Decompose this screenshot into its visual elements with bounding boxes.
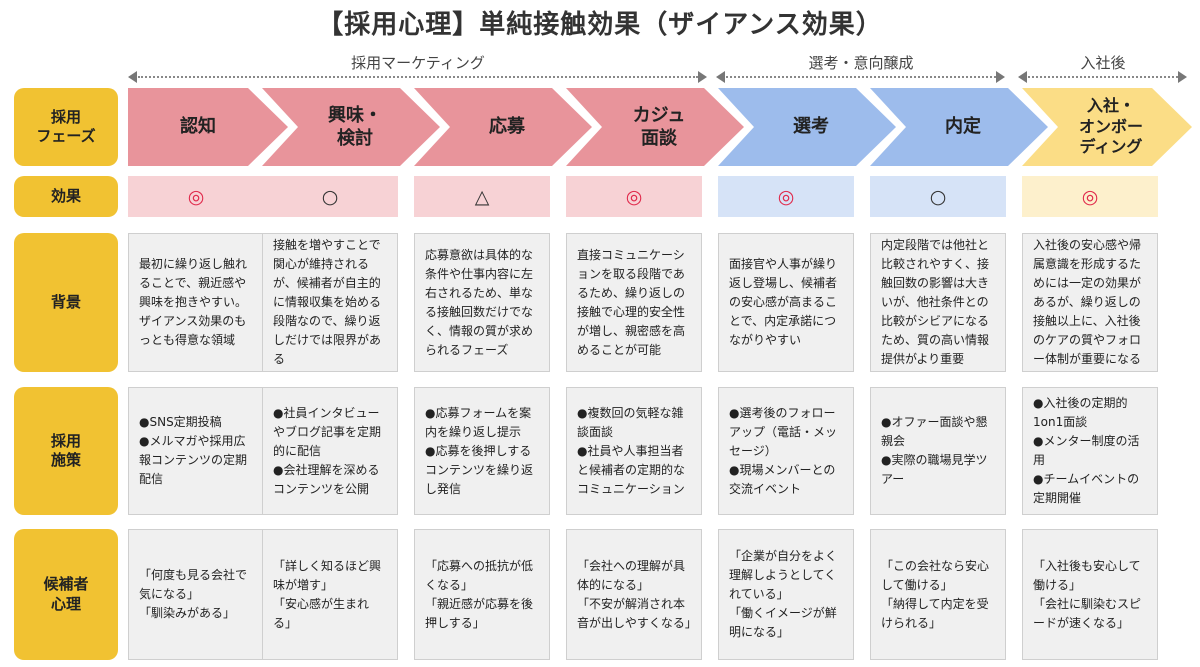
background-text: 応募意欲は具体的な条件や仕事内容に左右されるため、単なる接触回数だけでなく、情報… [425, 247, 534, 357]
background-text: 入社後の安心感や帰属意識を形成するためには一定の効果があるが、繰り返しの接触以上… [1033, 238, 1142, 366]
background-cell: 内定段階では他社と比較されやすく、接触回数の影響は大きいが、他社条件との比較がシ… [870, 233, 1006, 372]
psychology-cell: 「応募への抵抗が低くなる」 「親近感が応募を後押しする」 [414, 529, 550, 660]
effect-mark: ◎ [1022, 176, 1158, 217]
psychology-text: 「入社後も安心して働ける」 「会社に馴染むスピードが速くなる」 [1033, 558, 1142, 630]
arrow-right-icon [1178, 71, 1187, 83]
row-label-psychology: 候補者 心理 [14, 529, 118, 660]
row-label-measures: 採用 施策 [14, 387, 118, 515]
group-divider-onboarding [1028, 76, 1178, 78]
measures-text: ●複数回の気軽な雑談面談 ●社員や人事担当者と候補者の定期的なコミュニケーション [577, 405, 686, 496]
background-cell: 応募意欲は具体的な条件や仕事内容に左右されるため、単なる接触回数だけでなく、情報… [414, 233, 550, 372]
group-label-selection: 選考・意向醸成 [808, 54, 914, 72]
group-divider-marketing [138, 76, 698, 78]
background-cell: 直接コミュニケーションを取る段階であるため、繰り返しの接触で心理的安全性が増し、… [566, 233, 702, 372]
measures-cell: ●入社後の定期的1on1面談 ●メンター制度の活用 ●チームイベントの定期開催 [1022, 387, 1158, 515]
psychology-cell: 「会社への理解が具体的になる」 「不安が解消され本音が出しやすくなる」 [566, 529, 702, 660]
chevron-offer [870, 88, 1048, 166]
psychology-cell: 「詳しく知るほど興味が増す」 「安心感が生まれる」 [262, 529, 398, 660]
arrow-right-icon [996, 71, 1005, 83]
row-label-effect: 効果 [14, 176, 118, 217]
background-cell: 接触を増やすことで関心が維持されるが、候補者が自主的に情報収集を始める段階なので… [262, 233, 398, 372]
measures-text: ●応募フォームを案内を繰り返し提示 ●応募を後押しするコンテンツを繰り返し発信 [425, 405, 534, 496]
psychology-cell: 「何度も見る会社で気になる」 「馴染みがある」 [128, 529, 264, 660]
psychology-cell: 「この会社なら安心して働ける」 「納得して内定を受けられる」 [870, 529, 1006, 660]
background-text: 面接官や人事が繰り返し登場し、候補者の安心感が高まることで、内定承諾につながりや… [729, 257, 838, 347]
psychology-cell: 「企業が自分をよく理解しようとしてくれている」 「働くイメージが鮮明になる」 [718, 529, 854, 660]
effect-mark: ○ [870, 176, 1006, 217]
chevron-selection [718, 88, 896, 166]
psychology-text: 「何度も見る会社で気になる」 「馴染みがある」 [139, 568, 248, 620]
arrow-left-icon [716, 71, 725, 83]
background-text: 直接コミュニケーションを取る段階であるため、繰り返しの接触で心理的安全性が増し、… [577, 247, 686, 357]
arrow-left-icon [128, 71, 137, 83]
phase-name: 内定 [945, 116, 981, 138]
background-text: 接触を増やすことで関心が維持されるが、候補者が自主的に情報収集を始める段階なので… [273, 238, 382, 366]
measures-cell: ●SNS定期投稿 ●メルマガや採用広報コンテンツの定期配信 [128, 387, 264, 515]
chevron-casual-interview [566, 88, 744, 166]
effect-mark: ◎ [566, 176, 702, 217]
measures-text: ●入社後の定期的1on1面談 ●メンター制度の活用 ●チームイベントの定期開催 [1033, 396, 1140, 505]
phase-name: 興味・ 検討 [328, 104, 382, 149]
psychology-text: 「詳しく知るほど興味が増す」 「安心感が生まれる」 [273, 558, 382, 630]
measures-cell: ●選考後のフォローアップ（電話・メッセージ） ●現場メンバーとの交流イベント [718, 387, 854, 515]
psychology-text: 「企業が自分をよく理解しようとしてくれている」 「働くイメージが鮮明になる」 [729, 549, 838, 639]
chevron-cognition [128, 88, 288, 166]
background-text: 最初に繰り返し触れることで、親近感や興味を抱きやすい。ザイアンス効果のもっとも得… [139, 257, 248, 347]
group-label-onboarding: 入社後 [1080, 54, 1126, 72]
phase-name: 認知 [180, 116, 216, 138]
group-divider-selection [726, 76, 996, 78]
effect-mark: ◎ [128, 176, 264, 217]
psychology-cell: 「入社後も安心して働ける」 「会社に馴染むスピードが速くなる」 [1022, 529, 1158, 660]
measures-text: ●選考後のフォローアップ（電話・メッセージ） ●現場メンバーとの交流イベント [729, 405, 838, 496]
row-label-background: 背景 [14, 233, 118, 372]
psychology-text: 「この会社なら安心して働ける」 「納得して内定を受けられる」 [881, 558, 990, 630]
measures-text: ●社員インタビューやブログ記事を定期的に配信 ●会社理解を深めるコンテンツを公開 [273, 405, 382, 496]
group-label-marketing: 採用マーケティング [351, 54, 485, 72]
phase-name: 応募 [489, 116, 525, 138]
background-cell: 入社後の安心感や帰属意識を形成するためには一定の効果があるが、繰り返しの接触以上… [1022, 233, 1158, 372]
psychology-text: 「応募への抵抗が低くなる」 「親近感が応募を後押しする」 [425, 558, 534, 630]
measures-cell: ●オファー面談や懇親会 ●実際の職場見学ツアー [870, 387, 1006, 515]
arrow-left-icon [1018, 71, 1027, 83]
arrow-right-icon [698, 71, 707, 83]
phase-name: 入社・ オンボー ディング [1078, 95, 1143, 157]
measures-cell: ●複数回の気軽な雑談面談 ●社員や人事担当者と候補者の定期的なコミュニケーション [566, 387, 702, 515]
psychology-text: 「会社への理解が具体的になる」 「不安が解消され本音が出しやすくなる」 [577, 558, 697, 630]
effect-mark: △ [414, 176, 550, 217]
phase-name: カジュ 面談 [632, 104, 686, 149]
row-label-phase: 採用 フェーズ [14, 88, 118, 166]
effect-mark: ○ [262, 176, 398, 217]
phase-name: 選考 [793, 116, 829, 138]
effect-mark: ◎ [718, 176, 854, 217]
chevron-application [414, 88, 592, 166]
background-text: 内定段階では他社と比較されやすく、接触回数の影響は大きいが、他社条件との比較がシ… [881, 238, 990, 366]
background-cell: 面接官や人事が繰り返し登場し、候補者の安心感が高まることで、内定承諾につながりや… [718, 233, 854, 372]
chevron-interest [262, 88, 440, 166]
measures-cell: ●応募フォームを案内を繰り返し提示 ●応募を後押しするコンテンツを繰り返し発信 [414, 387, 550, 515]
measures-text: ●オファー面談や懇親会 ●実際の職場見学ツアー [881, 415, 988, 486]
page-title: 【採用心理】単純接触効果（ザイアンス効果） [317, 10, 883, 40]
chevron-onboarding [1022, 88, 1192, 166]
background-cell: 最初に繰り返し触れることで、親近感や興味を抱きやすい。ザイアンス効果のもっとも得… [128, 233, 264, 372]
measures-text: ●SNS定期投稿 ●メルマガや採用広報コンテンツの定期配信 [139, 415, 248, 486]
measures-cell: ●社員インタビューやブログ記事を定期的に配信 ●会社理解を深めるコンテンツを公開 [262, 387, 398, 515]
